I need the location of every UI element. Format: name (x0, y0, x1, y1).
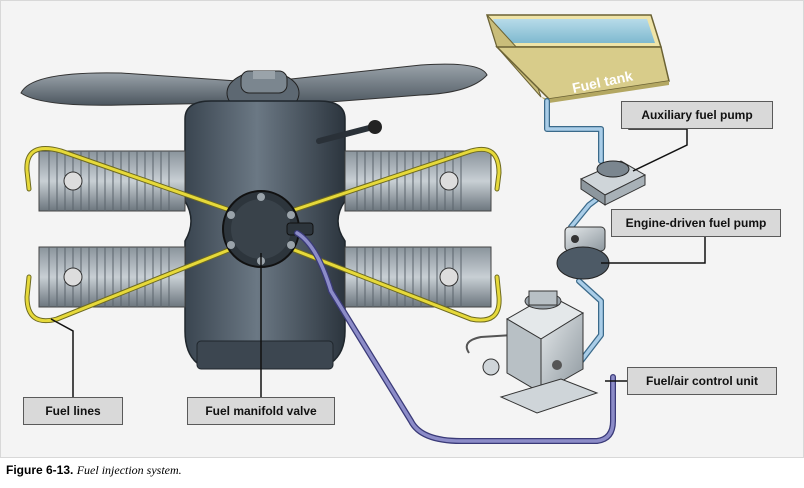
diagram-figure: Fuel tank (0, 0, 804, 458)
label-fuel-manifold-valve: Fuel manifold valve (187, 397, 335, 425)
cylinder-right-upper (344, 150, 492, 212)
label-fuel-air-control-unit: Fuel/air control unit (627, 367, 777, 395)
fuel-lines (24, 146, 502, 324)
fuel-tank: Fuel tank (485, 14, 670, 103)
propeller (20, 63, 488, 116)
label-auxiliary-fuel-pump: Auxiliary fuel pump (621, 101, 773, 129)
engine-driven-fuel-pump (556, 226, 610, 280)
cylinder-left-upper (38, 150, 186, 212)
caption-number: Figure 6-13. (6, 463, 74, 477)
fuel-manifold-valve (222, 190, 314, 268)
metered-fuel-line (294, 230, 616, 444)
fuel-supply-line (544, 98, 608, 364)
cylinder-left-lower (38, 246, 186, 308)
label-fuel-lines: Fuel lines (23, 397, 123, 425)
caption-text: Fuel injection system. (76, 463, 182, 477)
diagram-canvas: Fuel tank (20, 14, 706, 444)
fuel-air-control-unit (465, 290, 599, 414)
figure-caption: Figure 6-13. Fuel injection system. (6, 463, 182, 478)
label-engine-driven-fuel-pump: Engine-driven fuel pump (611, 209, 781, 237)
auxiliary-fuel-pump (579, 160, 647, 206)
